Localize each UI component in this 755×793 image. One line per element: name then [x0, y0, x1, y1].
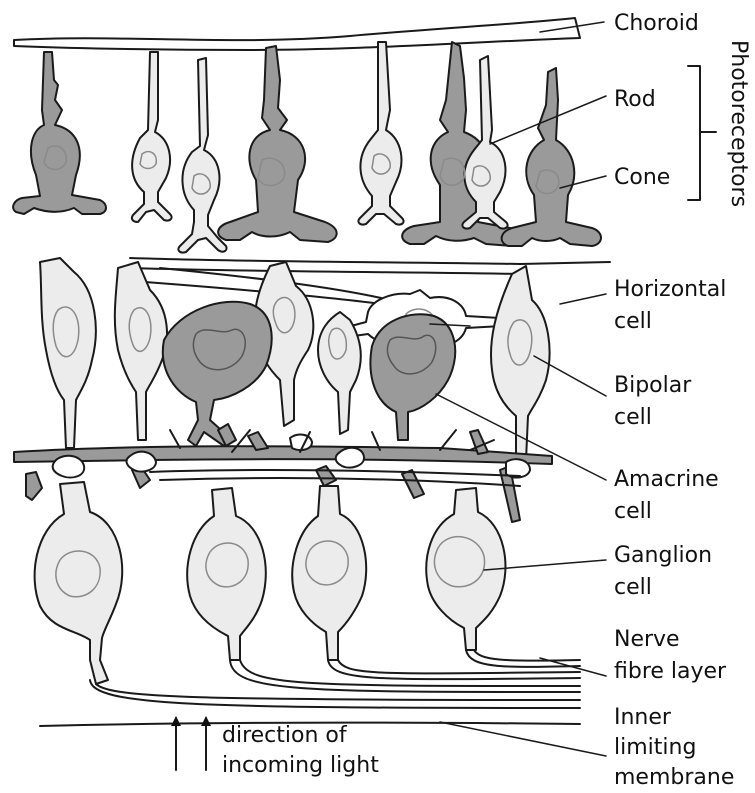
label-ganglion-2: cell [614, 575, 652, 600]
ganglion-cells [35, 482, 506, 684]
amacrine-cell [163, 302, 272, 446]
bipolar-cell [40, 258, 96, 448]
label-light-1: direction of [222, 723, 348, 748]
photoreceptors-bracket [688, 66, 716, 200]
label-photoreceptors: Photoreceptors [726, 40, 751, 207]
cone-cells [13, 42, 601, 246]
label-bipolar-1: Bipolar [614, 373, 692, 398]
ganglion-cell [292, 486, 366, 660]
bipolar-cell [318, 312, 361, 434]
label-amacrine-1: Amacrine [614, 467, 719, 492]
label-horizontal-1: Horizontal [614, 277, 726, 302]
label-ilm-3: membrane [614, 765, 734, 789]
label-nerve-2: fibre layer [614, 659, 727, 684]
label-bipolar-2: cell [614, 405, 652, 430]
rod-cell [132, 52, 172, 222]
cone-cell [502, 68, 601, 246]
label-ilm-2: limiting [614, 735, 696, 760]
rod-cell [358, 42, 403, 225]
ganglion-cell [187, 488, 266, 660]
bipolar-cell [491, 266, 550, 460]
bipolar-cells [40, 258, 550, 460]
ganglion-cell [35, 482, 123, 684]
label-cone: Cone [614, 165, 670, 190]
label-choroid: Choroid [614, 11, 699, 36]
cone-cell [218, 46, 337, 242]
label-amacrine-2: cell [614, 499, 652, 524]
label-ganglion-1: Ganglion [614, 543, 712, 568]
cone-cell [13, 52, 106, 214]
amacrine-cell [370, 314, 455, 440]
cone-cell [402, 42, 521, 246]
rod-cell [178, 58, 226, 253]
horizontal-processes [130, 258, 610, 308]
label-nerve-1: Nerve [614, 627, 680, 652]
label-horizontal-2: cell [614, 309, 652, 334]
label-rod: Rod [614, 87, 656, 112]
label-ilm-1: Inner [614, 705, 672, 730]
choroid-layer [14, 18, 580, 50]
label-light-2: incoming light [222, 753, 379, 778]
